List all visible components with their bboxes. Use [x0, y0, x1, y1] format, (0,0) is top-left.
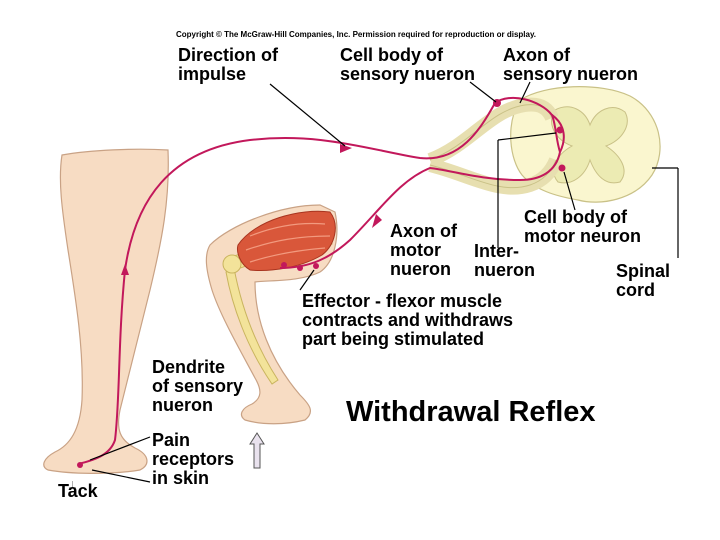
up-arrow-icon — [249, 432, 265, 469]
interneuron-cell-body — [556, 126, 564, 134]
pain-receptor — [77, 462, 83, 468]
copyright-notice: Copyright © The McGraw-Hill Companies, I… — [176, 30, 537, 39]
arrowhead-top — [340, 144, 352, 153]
knee-joint — [222, 254, 242, 274]
interneuron-path — [551, 114, 565, 153]
standing-leg — [43, 148, 169, 474]
arrowhead-leg — [121, 264, 129, 275]
motor-neuron-path — [279, 151, 561, 269]
sensory-neuron-path — [77, 96, 561, 465]
leader-lines — [89, 81, 679, 483]
muscle-fibers — [245, 222, 331, 263]
label-interneuron: Inter-nueron — [474, 241, 535, 280]
tack-mark: ⊥ — [68, 480, 77, 491]
motor-cell-body — [558, 164, 566, 172]
tibia-bone — [225, 267, 279, 385]
label-tack: Tack — [58, 481, 98, 501]
arrowhead-motor — [372, 214, 382, 228]
effector-ending-2 — [297, 265, 303, 271]
diagram-title: Withdrawal Reflex — [346, 396, 596, 428]
effector-ending-3 — [313, 263, 319, 269]
flexor-muscle — [237, 210, 336, 271]
effector-ending-1 — [281, 262, 287, 268]
gray-matter — [551, 106, 628, 184]
